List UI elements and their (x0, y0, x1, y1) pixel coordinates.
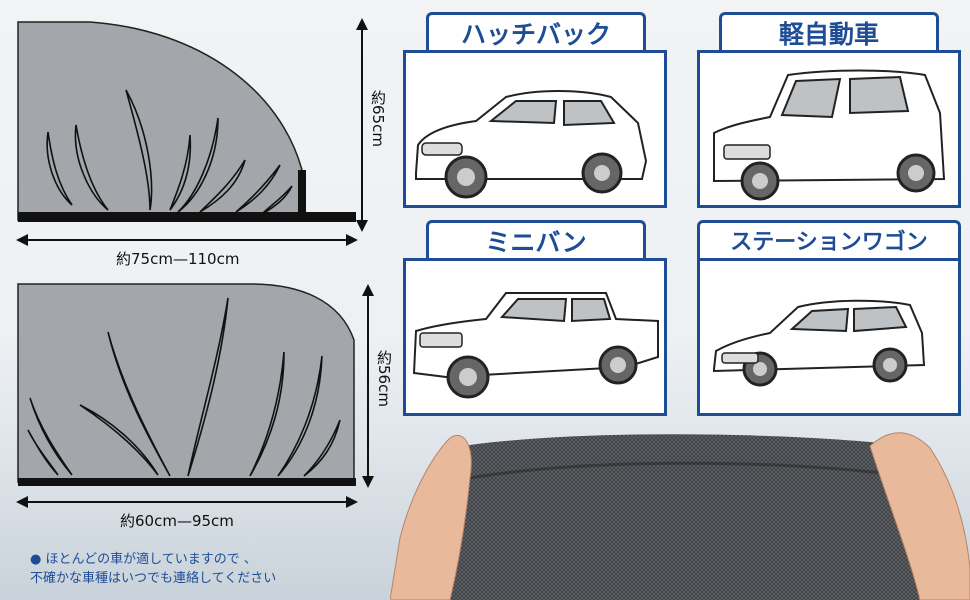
vehicle-title-minivan: ミニバン (426, 220, 646, 261)
top-width-label: 約75cm—110cm (116, 250, 240, 268)
note-line-2: 不確かな車種はいつでも連絡してください (30, 571, 277, 586)
bullet-icon: ● (30, 552, 42, 567)
hatchback-car-icon (415, 90, 648, 199)
side-mesh-diagram (16, 283, 374, 508)
vehicle-panel-minivan (403, 258, 667, 416)
wagon-car-icon (713, 299, 926, 387)
bottom-width-label: 約60cm—95cm (120, 512, 234, 530)
compatibility-note: ● ほとんどの車が適していますので 、 不確かな車種はいつでも連絡してください (30, 550, 276, 588)
minivan-car-icon (412, 292, 659, 399)
vehicle-panel-wagon (697, 258, 961, 416)
vehicle-title-wagon: ステーションワゴン (697, 220, 961, 261)
vehicle-panel-hatchback (403, 50, 667, 208)
vehicle-panel-kei (697, 50, 961, 208)
vehicle-title-hatchback: ハッチバック (426, 12, 646, 53)
top-height-label: 約65cm (369, 90, 387, 147)
bottom-height-label: 約56cm (375, 350, 393, 407)
vehicle-title-kei: 軽自動車 (719, 12, 939, 53)
note-line-1: ほとんどの車が適していますので 、 (45, 552, 257, 567)
kei-car-icon (713, 69, 946, 201)
mesh-photo (390, 432, 970, 600)
front-mesh-diagram (16, 18, 368, 246)
